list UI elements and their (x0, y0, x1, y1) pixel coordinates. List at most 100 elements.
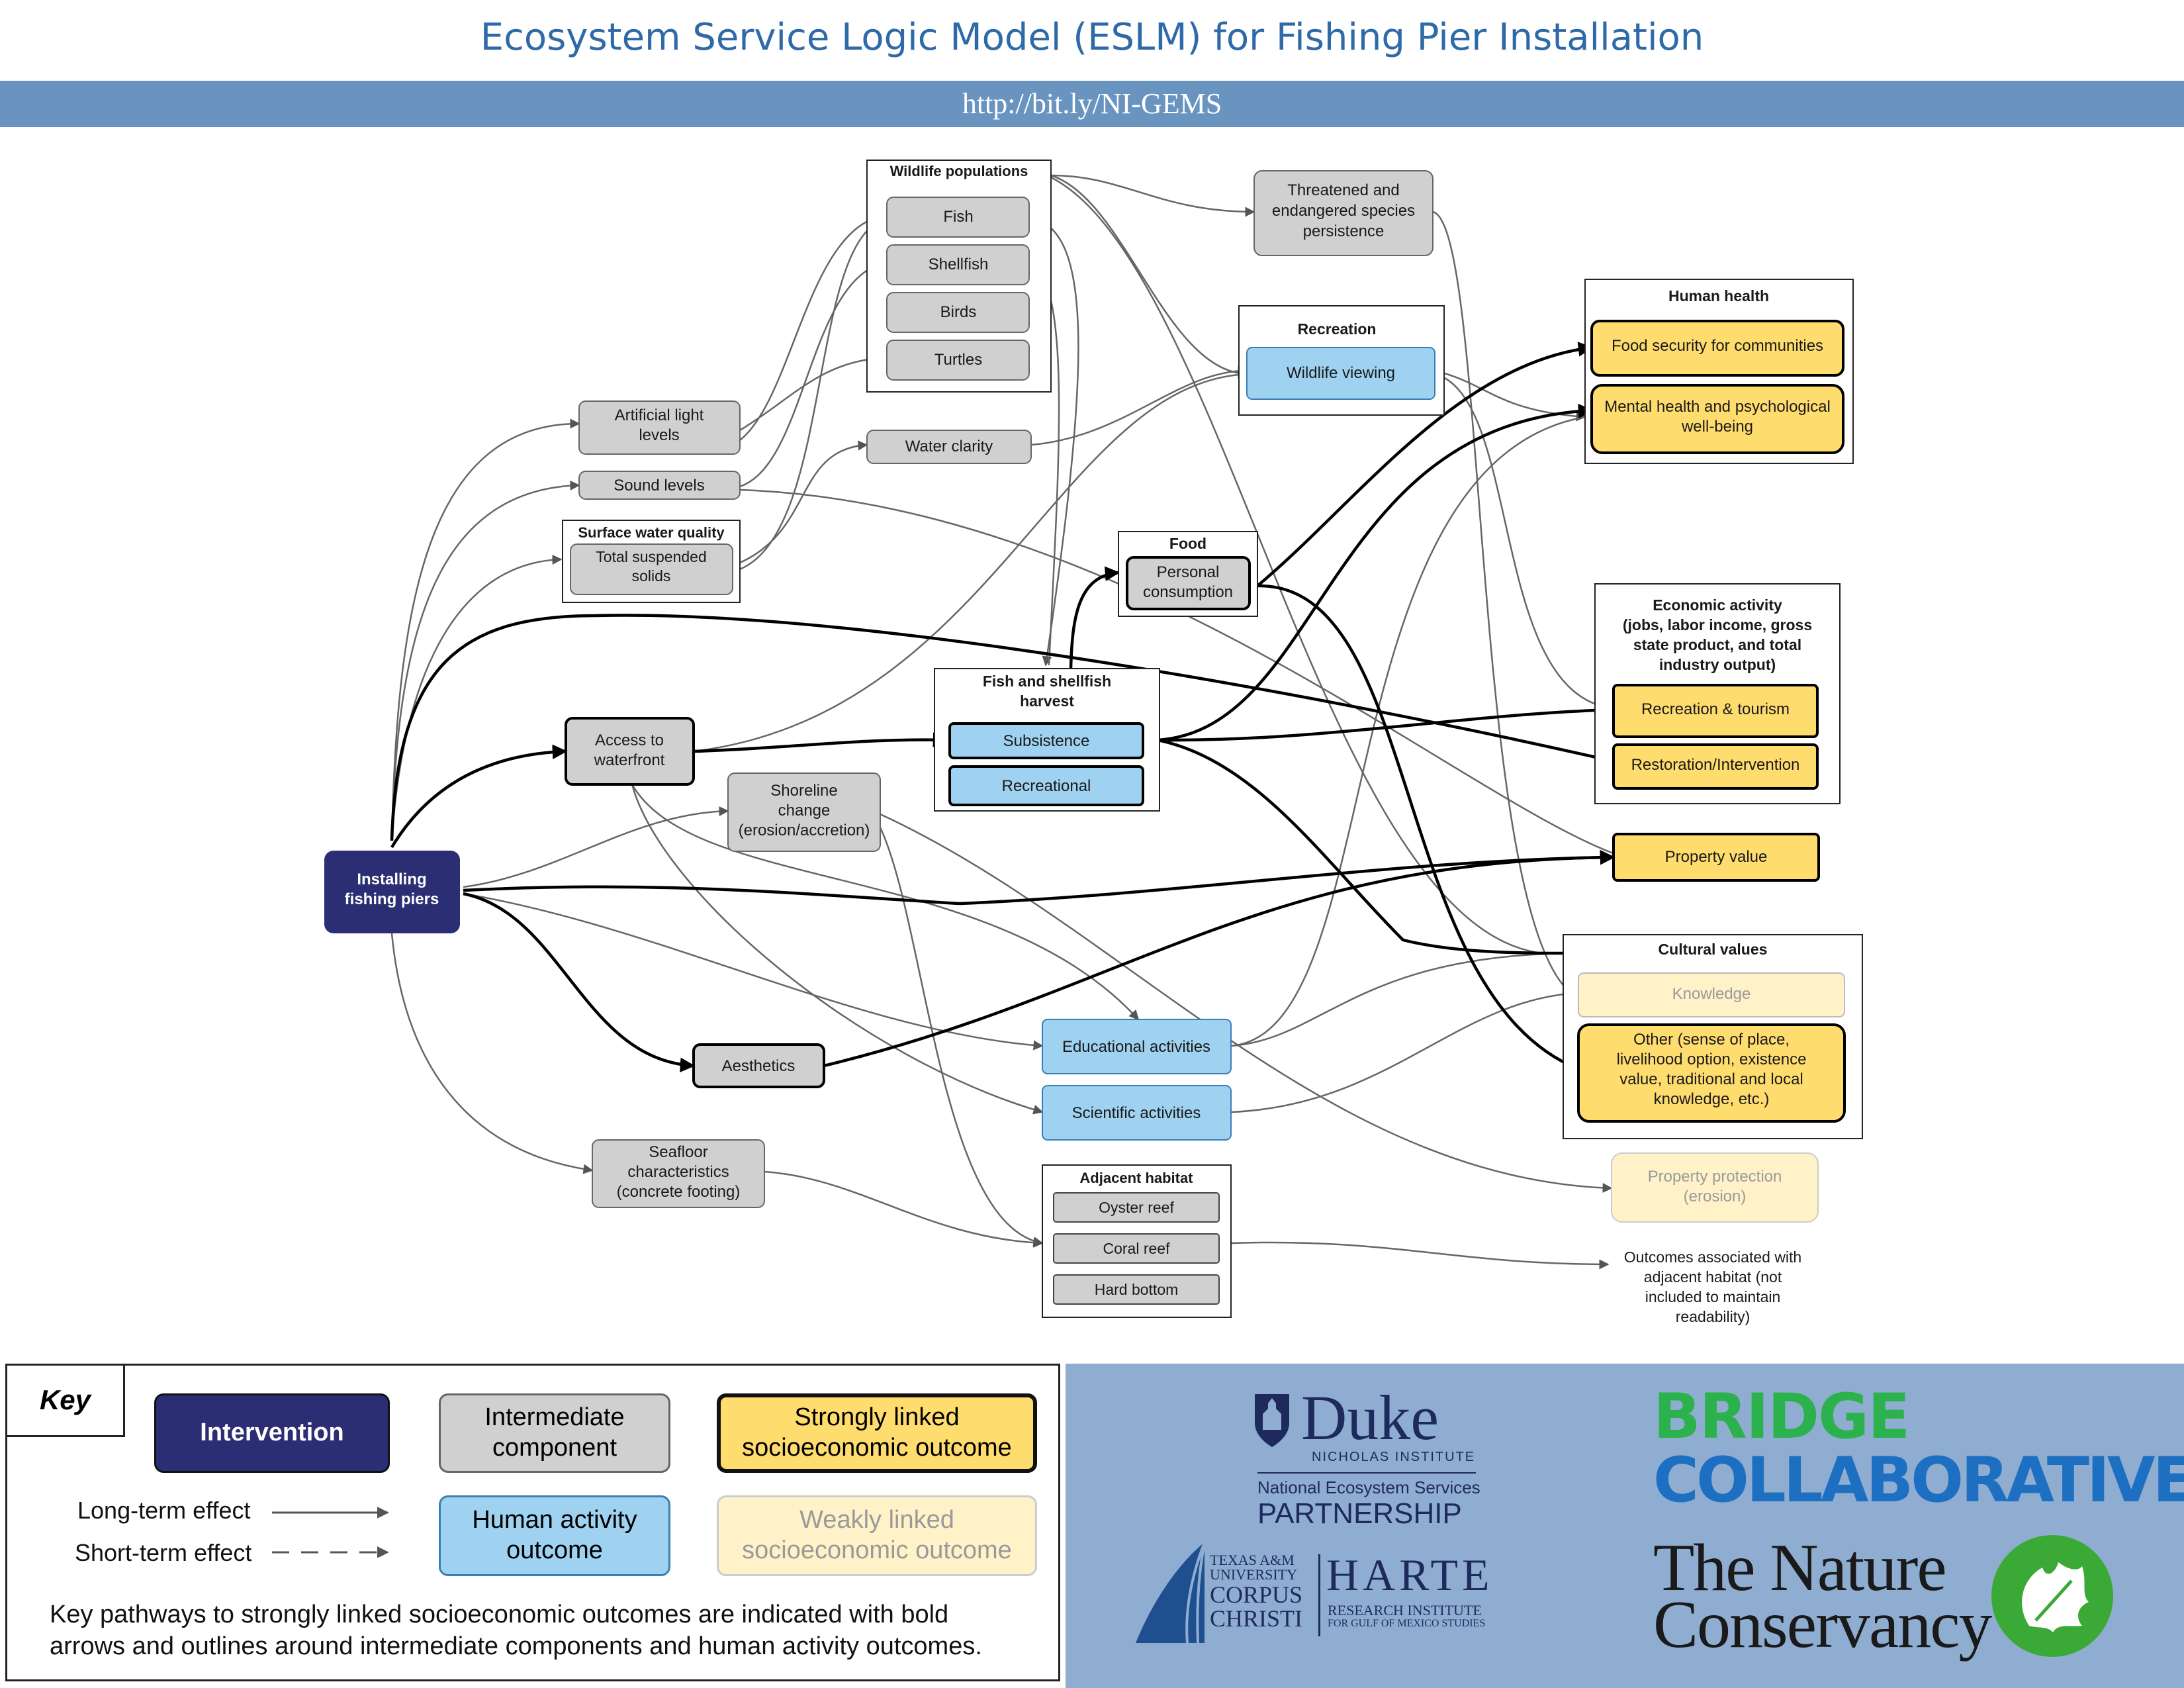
arrow-seafloor-to-adjacent (764, 1170, 1044, 1248)
nesp-divider (1257, 1472, 1476, 1474)
node-installing-fishing-piers: Installing fishing piers (324, 851, 460, 933)
note-adjacent-outcomes: Outcomes associated with adjacent habita… (1624, 1248, 1801, 1325)
node-water-clarity: Water clarity (866, 430, 1032, 464)
bridge-word: BRIDGE (1653, 1381, 1910, 1453)
group-adjacent-habitat: Adjacent habitat Oyster reef Coral reef … (1042, 1164, 1232, 1318)
svg-text:harvest: harvest (1020, 692, 1074, 710)
svg-text:well-being: well-being (1681, 418, 1753, 436)
svg-text:Recreation & tourism: Recreation & tourism (1641, 700, 1790, 718)
svg-text:levels: levels (639, 426, 679, 444)
duke-logo: Duke NICHOLAS INSTITUTE National Ecosyst… (1251, 1382, 1516, 1530)
svg-text:Outcomes associated with: Outcomes associated with (1624, 1248, 1801, 1266)
partner-logos-panel: Duke NICHOLAS INSTITUTE National Ecosyst… (1066, 1364, 2184, 1688)
arrow-wildlife-pop-to-wildlife-viewing (1050, 174, 1248, 379)
arrow-pier-to-tss (390, 554, 563, 841)
arrow-light-to-fish (739, 211, 888, 441)
svg-text:Subsistence: Subsistence (1003, 732, 1090, 750)
svg-text:readability): readability) (1676, 1308, 1751, 1325)
arrow-pier-to-access (390, 744, 568, 849)
group-economic-activity: Economic activity (jobs, labor income, g… (1594, 583, 1841, 804)
key-weak-line1: Weakly linked (799, 1506, 954, 1534)
svg-text:characteristics: characteristics (627, 1163, 729, 1181)
url-banner[interactable]: http://bit.ly/NI-GEMS (0, 81, 2184, 127)
group-human-health: Human health Food security for communiti… (1584, 279, 1854, 464)
svg-text:Property protection: Property protection (1648, 1168, 1782, 1186)
svg-text:Water clarity: Water clarity (905, 438, 993, 455)
svg-text:(erosion): (erosion) (1684, 1188, 1747, 1205)
duke-subtitle: NICHOLAS INSTITUTE (1312, 1450, 1476, 1464)
svg-text:Other (sense of place,: Other (sense of place, (1633, 1031, 1790, 1049)
node-sound-levels: Sound levels (578, 471, 741, 500)
arrow-aesthetics-to-property-value (823, 849, 1615, 1068)
svg-text:Scientific activities: Scientific activities (1072, 1104, 1201, 1122)
svg-text:Knowledge: Knowledge (1672, 985, 1751, 1003)
arrow-education-to-mental (1230, 416, 1586, 1047)
svg-text:Wildlife viewing: Wildlife viewing (1287, 364, 1395, 382)
arrow-harvest-to-other-cultural (1158, 738, 1579, 955)
arrow-shoreline-to-property-protection (880, 813, 1613, 1194)
svg-text:knowledge, etc.): knowledge, etc.) (1654, 1090, 1770, 1108)
tamucc-sail-icon (1136, 1542, 1206, 1644)
svg-text:included to maintain: included to maintain (1645, 1288, 1781, 1305)
tamu-line1: TEXAS A&M (1210, 1552, 1295, 1568)
svg-text:Shoreline: Shoreline (770, 782, 837, 800)
svg-text:solids: solids (632, 567, 671, 585)
svg-text:(erosion/accretion): (erosion/accretion) (739, 821, 870, 839)
arrow-clarity-to-wildlife-viewing (1030, 365, 1248, 446)
arrow-education-to-cultural (1230, 948, 1580, 1047)
svg-text:industry output): industry output) (1659, 656, 1776, 673)
key-strong-line1: Strongly linked (794, 1403, 960, 1432)
node-scientific-activities: Scientific activities (1042, 1085, 1232, 1141)
svg-text:fishing piers: fishing piers (345, 890, 439, 908)
arrow-pier-to-seafloor (390, 933, 594, 1174)
tnc-line2: Conservancy (1653, 1587, 1993, 1662)
svg-text:Seafloor: Seafloor (649, 1143, 707, 1161)
node-shoreline-change: Shoreline change (erosion/accretion) (727, 773, 881, 852)
svg-text:livelihood option, existence: livelihood option, existence (1617, 1051, 1807, 1068)
group-cultural-values: Cultural values Knowledge Other (sense o… (1563, 934, 1863, 1139)
svg-text:Shellfish: Shellfish (929, 256, 989, 273)
key-title: Key (7, 1366, 125, 1437)
duke-chapel-icon (1255, 1394, 1289, 1447)
arrow-wildlife-pop-to-threatened (1050, 174, 1255, 217)
arrow-access-to-education (631, 784, 1140, 1021)
node-property-value: Property value (1612, 833, 1820, 882)
arrow-tss-to-fish (739, 217, 887, 571)
key-human-activity-line1: Human activity (472, 1506, 637, 1534)
key-intermediate-line1: Intermediate (484, 1403, 625, 1432)
svg-text:Installing: Installing (357, 870, 426, 888)
arrow-light-to-turtles (739, 353, 888, 432)
group-fish-shellfish-harvest: Fish and shellfish harvest Subsistence R… (934, 668, 1160, 812)
svg-text:Economic activity: Economic activity (1653, 596, 1782, 614)
arrow-shoreline-to-adjacent (879, 827, 1044, 1246)
svg-text:(jobs, labor income, gross: (jobs, labor income, gross (1623, 616, 1812, 633)
tnc-line1: The Nature (1653, 1530, 1947, 1605)
arrow-pier-to-education (463, 892, 1044, 1051)
arrow-pier-to-aesthetics (463, 892, 696, 1072)
collaborative-word: COLLABORATIVE (1653, 1444, 2184, 1517)
svg-text:Threatened and: Threatened and (1287, 181, 1399, 199)
nesp-line1: National Ecosystem Services (1257, 1477, 1480, 1497)
tnc-logo: The Nature Conservancy (1653, 1529, 2156, 1675)
group-food: Food Personal consumption (1118, 531, 1258, 617)
logic-model-diagram: Installing fishing piers Artificial ligh… (324, 160, 1863, 1325)
svg-text:state product, and total: state product, and total (1633, 636, 1801, 653)
key-intermediate-line2: component (492, 1434, 617, 1462)
svg-text:(concrete footing): (concrete footing) (617, 1183, 741, 1201)
tamu-line3: CORPUS (1210, 1581, 1303, 1608)
key-footnote: Key pathways to strongly linked socioeco… (50, 1599, 1042, 1662)
svg-text:Access to: Access to (595, 731, 664, 749)
svg-text:Adjacent habitat: Adjacent habitat (1079, 1170, 1193, 1186)
arrow-access-to-harvest (693, 732, 948, 753)
legend-key: Key Intervention Intermediate component … (5, 1364, 1060, 1681)
svg-text:Birds: Birds (940, 303, 977, 321)
arrow-tss-to-clarity (739, 440, 868, 564)
key-intervention-label: Intervention (200, 1419, 344, 1447)
arrow-scientific-to-knowledge (1230, 988, 1580, 1113)
tamu-line2: UNIVERSITY (1210, 1566, 1297, 1583)
tamucc-harte-logo: TEXAS A&M UNIVERSITY CORPUS CHRISTI HART… (1132, 1537, 1542, 1656)
arrow-adjacent-to-outcomes (1230, 1241, 1610, 1270)
svg-text:Hard bottom: Hard bottom (1095, 1281, 1179, 1298)
key-human-activity: Human activity outcome (439, 1495, 670, 1576)
key-footnote-line2: arrows and outlines around intermediate … (50, 1632, 982, 1660)
